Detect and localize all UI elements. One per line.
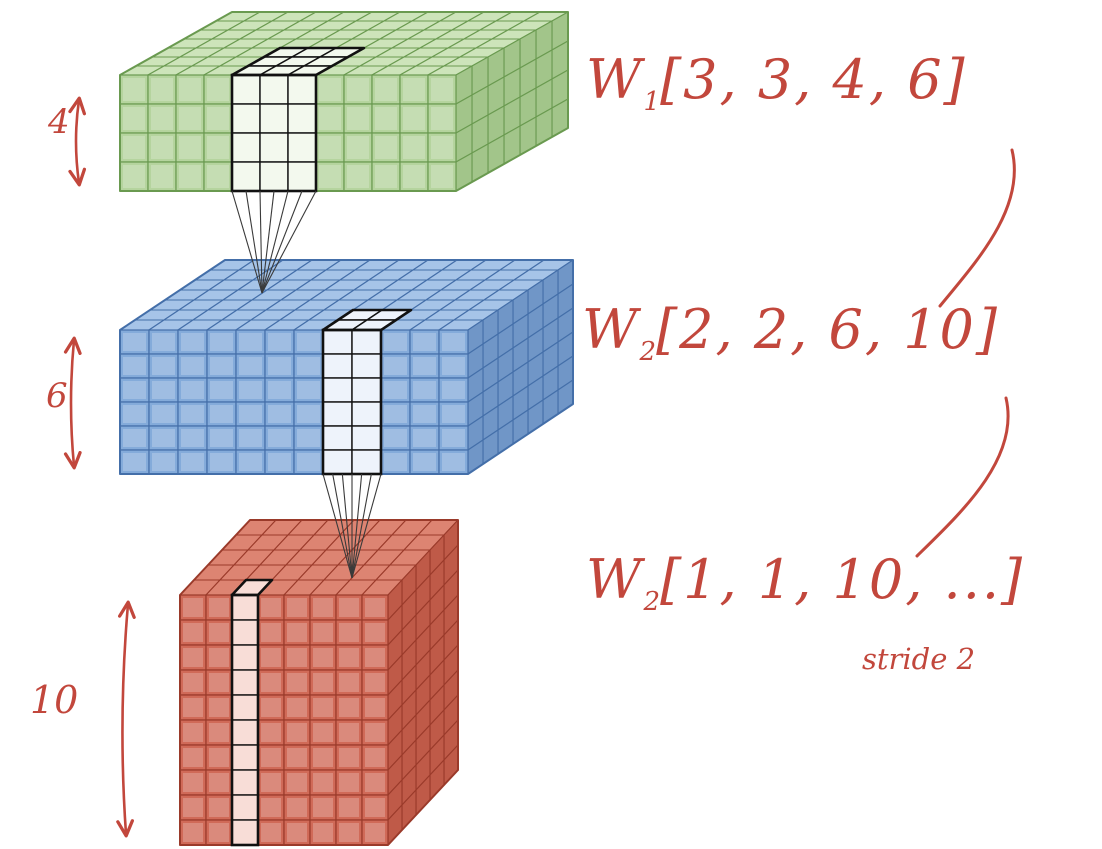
green-height-label: 4 bbox=[48, 102, 70, 142]
red-height-arrow bbox=[116, 600, 136, 838]
blue-height-arrow bbox=[63, 336, 82, 470]
red-height-label: 10 bbox=[30, 678, 79, 722]
red-block bbox=[179, 519, 459, 847]
green-block bbox=[119, 11, 569, 193]
blue-height-label: 6 bbox=[46, 376, 68, 416]
stride-label: stride 2 bbox=[862, 642, 976, 676]
formula-base: W bbox=[586, 48, 644, 111]
green-height-arrow bbox=[68, 96, 87, 187]
formula-subscript: 2 bbox=[643, 586, 661, 617]
connector-curve-w1-to-w2 bbox=[938, 148, 1016, 308]
formula-w3: W2[1, 1, 10, ...] bbox=[586, 548, 1024, 617]
blue-block bbox=[119, 259, 574, 476]
annotations-layer bbox=[63, 96, 1016, 838]
formula-args: [2, 2, 6, 10] bbox=[656, 298, 999, 361]
connector-curve-w2-to-w3 bbox=[915, 396, 1010, 558]
formula-subscript: 1 bbox=[643, 86, 661, 117]
formula-base: W bbox=[582, 298, 640, 361]
formula-subscript: 2 bbox=[639, 336, 657, 367]
green-block-fan bbox=[231, 190, 317, 294]
fans-layer bbox=[231, 190, 382, 579]
formula-w1: W1[3, 3, 4, 6] bbox=[586, 48, 967, 117]
blue-block-fan bbox=[322, 473, 382, 579]
formula-args: [3, 3, 4, 6] bbox=[660, 48, 967, 111]
formula-w2: W2[2, 2, 6, 10] bbox=[582, 298, 999, 367]
formula-base: W bbox=[586, 548, 644, 611]
formula-args: [1, 1, 10, ...] bbox=[660, 548, 1025, 611]
blocks-layer bbox=[119, 11, 574, 847]
